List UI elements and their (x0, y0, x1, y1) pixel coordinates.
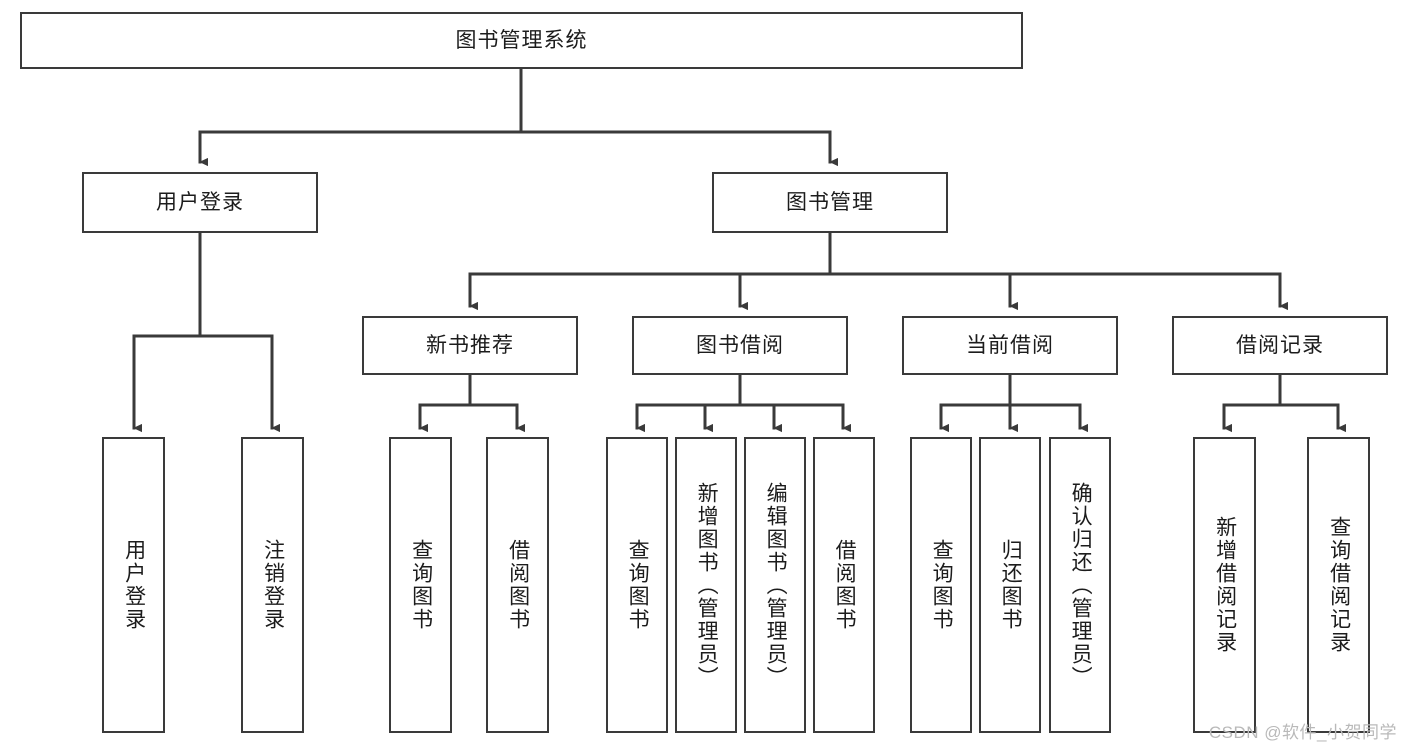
node-label: 编辑图书（管理员） (764, 481, 788, 689)
node-label: 归还图书 (999, 539, 1023, 631)
node-label: 用户登录 (156, 190, 244, 214)
leaf-borrow-add-book-admin[interactable]: 新增图书（管理员） (675, 437, 737, 733)
node-label: 查询图书 (409, 539, 433, 631)
node-label: 查询借阅记录 (1327, 516, 1351, 654)
node-label: 确认归还（管理员） (1069, 481, 1093, 689)
node-label: 查询图书 (930, 539, 954, 631)
node-root-system[interactable]: 图书管理系统 (20, 12, 1023, 69)
leaf-recommend-query-book[interactable]: 查询图书 (389, 437, 452, 733)
node-new-book-recommend[interactable]: 新书推荐 (362, 316, 578, 375)
node-label: 图书管理系统 (455, 28, 588, 52)
node-book-management[interactable]: 图书管理 (712, 172, 948, 233)
leaf-record-add-record[interactable]: 新增借阅记录 (1193, 437, 1256, 733)
leaf-current-return-book[interactable]: 归还图书 (979, 437, 1041, 733)
leaf-user-login-signin[interactable]: 用户登录 (102, 437, 165, 733)
node-label: 新增图书（管理员） (695, 481, 719, 689)
node-borrow-record[interactable]: 借阅记录 (1172, 316, 1388, 375)
leaf-user-login-signout[interactable]: 注销登录 (241, 437, 304, 733)
csdn-watermark: CSDN @软件_小贺同学 (1208, 723, 1397, 742)
node-label: 借阅记录 (1236, 333, 1324, 357)
node-label: 图书管理 (786, 190, 874, 214)
leaf-borrow-query-book[interactable]: 查询图书 (606, 437, 668, 733)
node-label: 注销登录 (261, 539, 285, 631)
node-book-borrow[interactable]: 图书借阅 (632, 316, 848, 375)
leaf-current-query-book[interactable]: 查询图书 (910, 437, 972, 733)
leaf-borrow-borrow-book[interactable]: 借阅图书 (813, 437, 875, 733)
node-label: 查询图书 (626, 539, 650, 631)
node-label: 借阅图书 (506, 539, 530, 631)
node-label: 借阅图书 (833, 539, 857, 631)
node-label: 图书借阅 (696, 333, 784, 357)
node-current-borrow[interactable]: 当前借阅 (902, 316, 1118, 375)
leaf-borrow-edit-book-admin[interactable]: 编辑图书（管理员） (744, 437, 806, 733)
node-user-login[interactable]: 用户登录 (82, 172, 318, 233)
leaf-record-query-record[interactable]: 查询借阅记录 (1307, 437, 1370, 733)
node-label: 用户登录 (122, 539, 146, 631)
leaf-current-confirm-return-admin[interactable]: 确认归还（管理员） (1049, 437, 1111, 733)
node-label: 新书推荐 (426, 333, 514, 357)
node-label: 当前借阅 (966, 333, 1054, 357)
node-label: 新增借阅记录 (1213, 516, 1237, 654)
leaf-recommend-borrow-book[interactable]: 借阅图书 (486, 437, 549, 733)
